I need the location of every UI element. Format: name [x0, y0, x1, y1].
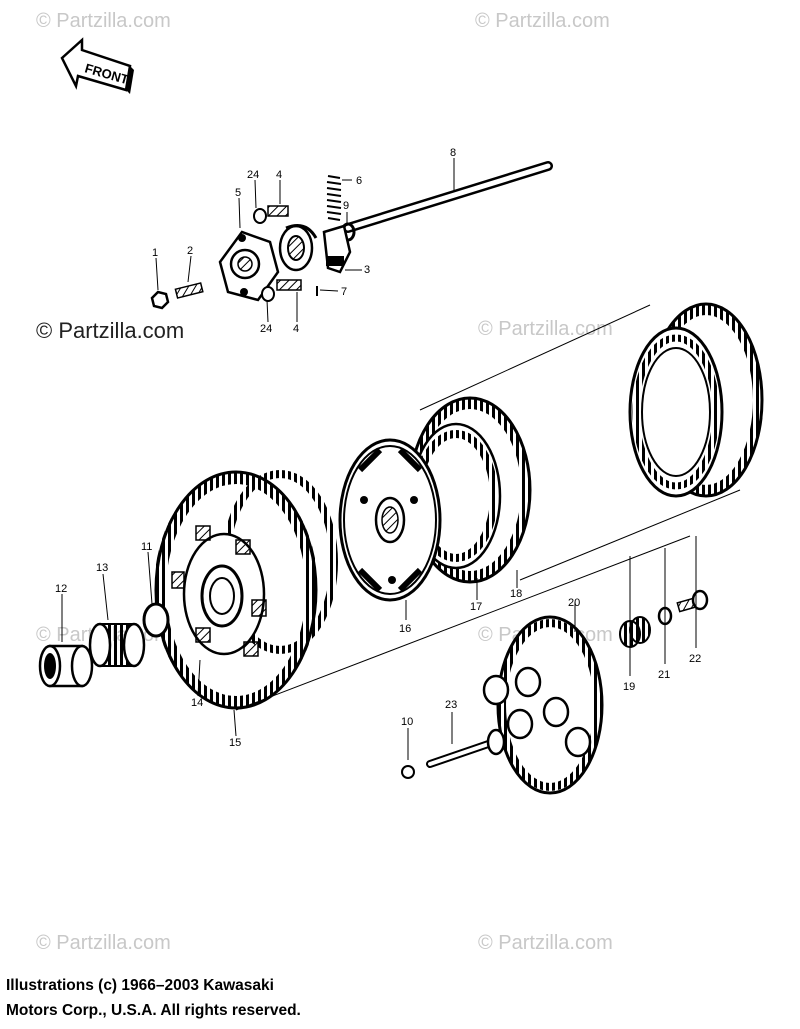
callout-13: 13 [96, 562, 108, 574]
callout-19: 19 [623, 681, 635, 693]
copyright-notice: Illustrations (c) 1966–2003 Kawasaki Mot… [6, 973, 301, 1023]
pushrod-bearing [426, 728, 506, 768]
callout-2: 2 [187, 245, 193, 257]
callout-7: 7 [341, 286, 347, 298]
clutch-boss [338, 438, 442, 602]
callout-18: 18 [510, 588, 522, 600]
callout-22: 22 [689, 653, 701, 665]
sleeve-collar [38, 644, 94, 688]
callout-1: 1 [152, 247, 158, 259]
callout-5: 5 [235, 187, 241, 199]
leader-lines [61, 158, 697, 760]
needle-bearing [88, 622, 146, 668]
callout-6: 6 [356, 175, 362, 187]
front-arrow-icon: FRONT [60, 37, 134, 94]
watermark-mid-right: © Partzilla.com [478, 318, 613, 340]
spacer-washer [142, 602, 170, 638]
plate-guide-lines [419, 304, 741, 581]
callout-17: 17 [470, 601, 482, 613]
callout-3: 3 [364, 264, 370, 276]
watermark-bottom-right: © Partzilla.com [478, 932, 613, 954]
callout-4b: 4 [293, 323, 299, 335]
push-rod [343, 161, 553, 233]
release-lever [322, 224, 352, 274]
copyright-line-1: Illustrations (c) 1966–2003 Kawasaki [6, 977, 274, 994]
watermark-top-left: © Partzilla.com [36, 10, 171, 32]
callout-11: 11 [141, 541, 152, 553]
callout-24: 24 [247, 169, 259, 181]
callout-15: 15 [229, 737, 241, 749]
steel-ball [401, 765, 415, 779]
callout-10: 10 [401, 716, 413, 728]
callout-21: 21 [658, 669, 670, 681]
callout-8: 8 [450, 147, 456, 159]
callout-16: 16 [399, 623, 411, 635]
callout-24b: 24 [260, 323, 272, 335]
nut [150, 290, 170, 310]
watermark-top-right: © Partzilla.com [475, 10, 610, 32]
copyright-line-2: Motors Corp., U.S.A. All rights reserved… [6, 1002, 301, 1019]
release-spring [326, 175, 342, 221]
spring-bolt [676, 589, 709, 613]
pressure-plate [482, 615, 604, 795]
callout-12: 12 [55, 583, 67, 595]
callout-labels: 1 2 3 4 4 5 6 7 8 9 10 11 12 13 14 15 16… [55, 147, 701, 749]
bolt-lower [261, 279, 302, 302]
callout-20: 20 [568, 597, 580, 609]
release-housing [218, 230, 280, 302]
bolt-upper [253, 205, 289, 224]
callout-23: 23 [445, 699, 457, 711]
callout-14: 14 [191, 697, 203, 709]
callout-4: 4 [276, 169, 282, 181]
watermark-mid-left: © Partzilla.com [36, 318, 185, 343]
adjusting-screw [174, 282, 204, 299]
clutch-housing-gear [154, 470, 338, 710]
clutch-spring [619, 616, 651, 648]
callout-9: 9 [343, 200, 349, 212]
release-cam [278, 224, 318, 272]
friction-plate-stack [628, 302, 764, 498]
watermark-bottom-left: © Partzilla.com [36, 932, 171, 954]
